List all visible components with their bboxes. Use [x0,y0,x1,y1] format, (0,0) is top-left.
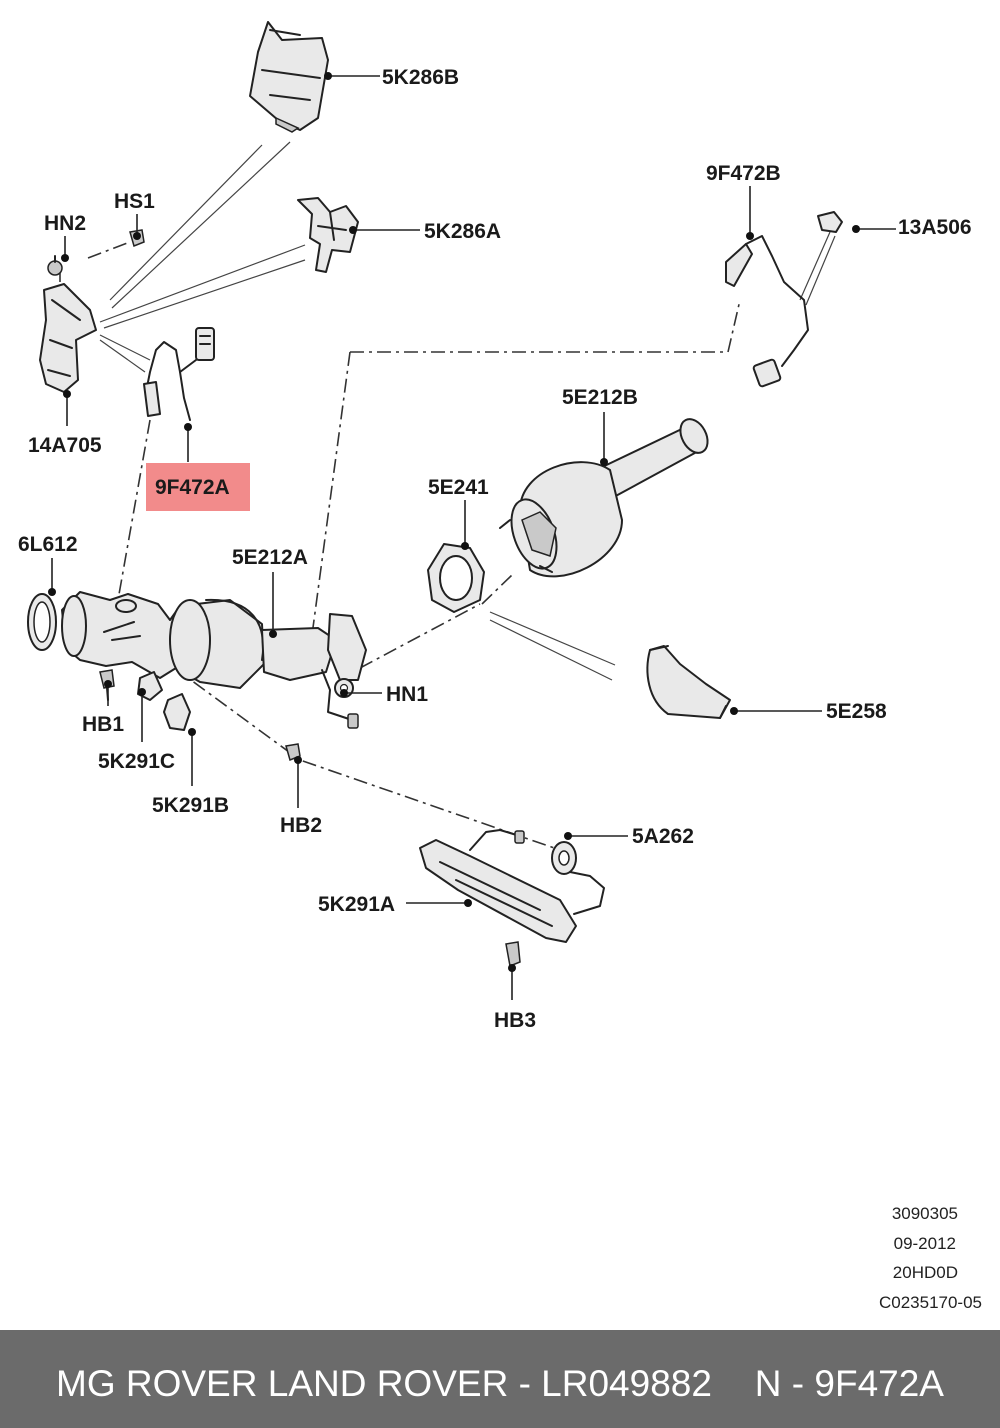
meta-ref: C0235170-05 [879,1293,982,1312]
label-HB2: HB2 [280,814,322,837]
footer-part-number: MG ROVER LAND ROVER - LR049882 [56,1363,712,1404]
meta-code: 3090305 [892,1204,958,1223]
heat-shield-5K286B [249,21,329,133]
label-5E212B: 5E212B [562,386,638,409]
label-9F472A: 9F472A [155,476,230,499]
oxygen-sensor-9F472B [725,235,809,388]
label-5A262: 5A262 [632,825,694,848]
label-5E212A: 5E212A [232,546,308,569]
label-13A506: 13A506 [898,216,972,239]
diesel-particulate-filter-5E212B [499,418,709,578]
catalytic-converter-5E212A [61,591,367,729]
label-5E258: 5E258 [826,700,887,723]
label-HN1: HN1 [386,683,428,706]
reference-lines [99,141,836,681]
meta-model: 20HD0D [893,1263,958,1282]
meta-date: 09-2012 [894,1234,956,1253]
label-6L612: 6L612 [18,533,78,556]
bracket-14A705 [39,255,97,393]
oxygen-sensor-9F472A [143,327,215,421]
gasket-5E241 [427,543,485,613]
label-HS1: HS1 [114,190,155,213]
label-HN2: HN2 [44,212,86,235]
label-HB1: HB1 [82,713,124,736]
heat-shield-5K291A [419,829,605,943]
bracket-5K291B [163,693,191,731]
bolt-HB2 [285,743,301,762]
label-5K286A: 5K286A [424,220,501,243]
heat-shield-5E258 [646,645,731,719]
bolt-HB3 [505,941,521,968]
exploded-parts-diagram: 5K286B 9F472B HS1 HN2 5K286A 13A506 14A7… [18,21,982,1312]
label-5K291A: 5K291A [318,893,395,916]
clip-13A506 [817,211,843,233]
highlight-box [146,463,250,511]
heat-shield-5K286A [297,197,359,273]
leaders [48,72,896,1000]
label-5K291C: 5K291C [98,750,175,773]
label-HB3: HB3 [494,1009,536,1032]
footer-part-code: N - 9F472A [754,1363,944,1404]
label-5E241: 5E241 [428,476,489,499]
label-14A705: 14A705 [28,434,102,457]
label-5K286B: 5K286B [382,66,459,89]
label-5K291B: 5K291B [152,794,229,817]
rubber-mount-5A262 [551,841,577,875]
footer-bar: MG ROVER LAND ROVER - LR049882 N - 9F472… [0,1330,1000,1428]
gasket-6L612 [27,593,57,651]
label-9F472B: 9F472B [706,162,781,185]
